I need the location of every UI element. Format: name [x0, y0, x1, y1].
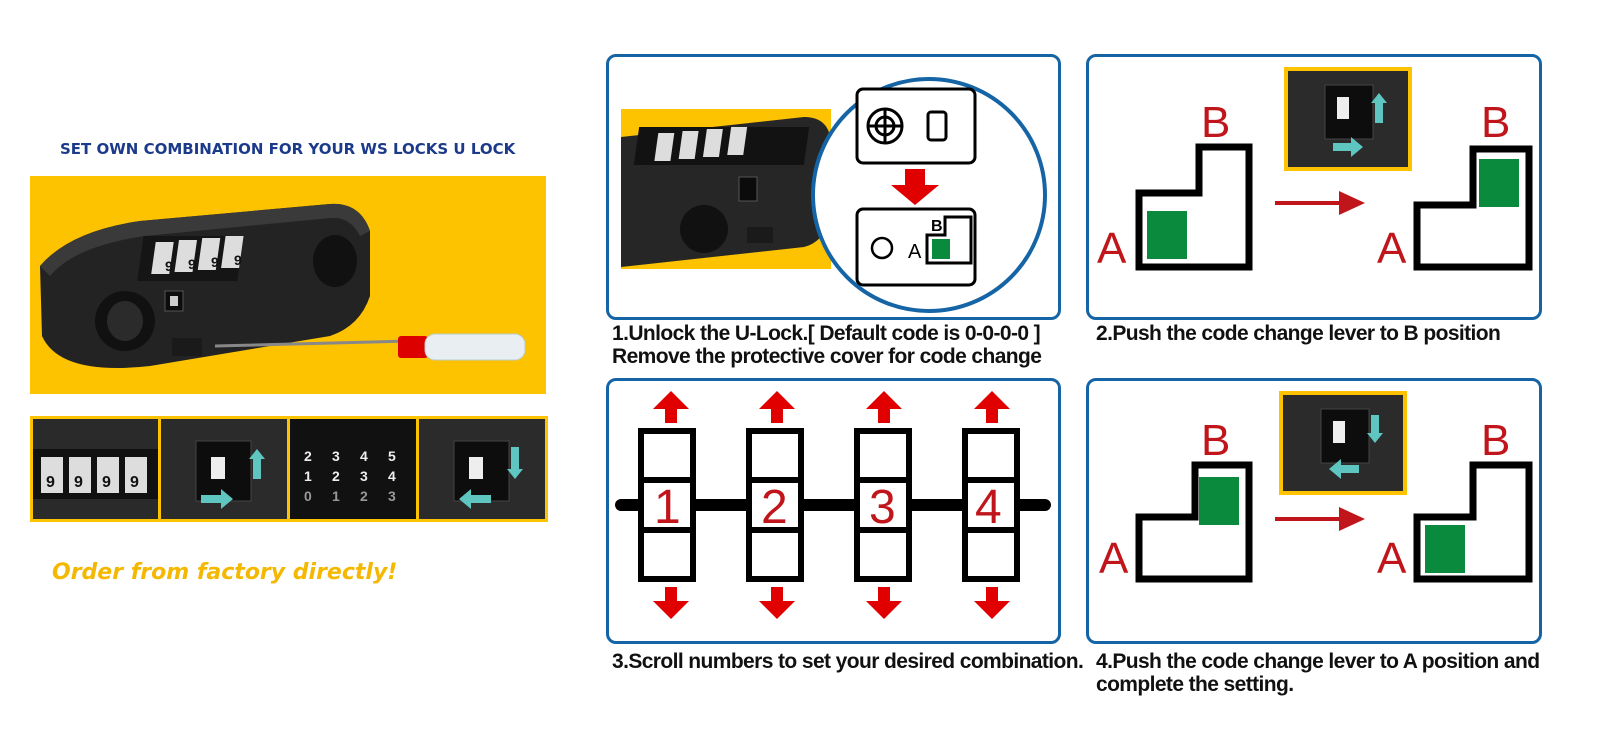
dial-1: 1: [638, 391, 696, 619]
arrow-up-icon: [653, 391, 689, 423]
cover-label-b: B: [931, 218, 943, 235]
step2-lever-at-b: [1479, 159, 1519, 207]
hero-digit-3: 9: [211, 254, 219, 270]
arrow-up-icon: [1371, 93, 1387, 123]
step4-panel: B A B A: [1086, 378, 1542, 644]
thumb-digit-3: 9: [102, 474, 111, 491]
thumb3-top-4: 5: [388, 448, 396, 464]
screw-icon: [866, 107, 904, 145]
thumb3-bot-2: 1: [332, 488, 340, 504]
arrow-up-icon: [974, 391, 1010, 423]
step2-caption: 2.Push the code change lever to B positi…: [1096, 322, 1576, 345]
step4-label-b-left: B: [1201, 416, 1230, 465]
step2-lever-at-a: [1147, 211, 1187, 259]
step4-label-a-right: A: [1377, 534, 1407, 583]
screwdriver-handle: [424, 333, 526, 361]
arrow-down-icon: [866, 587, 902, 619]
step4-caption-line1: 4.Push the code change lever to A positi…: [1096, 650, 1540, 673]
step2-caption-line1: 2.Push the code change lever to B positi…: [1096, 322, 1501, 345]
arrow-left-icon: [459, 489, 491, 509]
step3-caption-line1: 3.Scroll numbers to set your desired com…: [612, 650, 1084, 673]
hero-digit-1: 9: [165, 258, 173, 274]
step2-label-b-right: B: [1481, 98, 1510, 147]
arrow-down-icon: [974, 587, 1010, 619]
cover-label-a: A: [908, 241, 922, 263]
thumb-digit-4: 9: [130, 474, 139, 491]
step2-label-a-right: A: [1377, 224, 1407, 273]
step2-label-a-left: A: [1097, 224, 1127, 273]
thumb-digit-2: 9: [74, 474, 83, 491]
arrow-up-icon: [759, 391, 795, 423]
arrow-right-icon: [1333, 137, 1363, 157]
dial-3: 3: [854, 391, 912, 619]
step3-caption: 3.Scroll numbers to set your desired com…: [612, 650, 1092, 673]
step1-caption-line1: 1.Unlock the U-Lock.[ Default code is 0-…: [612, 322, 1041, 345]
step2-panel: B A B A: [1086, 54, 1542, 320]
dial-4: 4: [962, 391, 1020, 619]
hero-digit-4: 9: [234, 252, 242, 268]
dial-digit-1: 1: [654, 481, 681, 534]
cover-closed-diagram: [855, 87, 977, 165]
page-title: SET OWN COMBINATION FOR YOUR WS LOCKS U …: [60, 140, 516, 158]
thumb3-bot-1: 0: [304, 488, 312, 504]
dial-digit-2: 2: [761, 481, 788, 534]
dial-scroll-diagram: 1 2 3 4: [615, 391, 1051, 619]
lever-a-position: [932, 239, 950, 259]
arrow-right-icon: [1339, 507, 1365, 531]
dial-digit-4: 4: [975, 481, 1002, 534]
step4-caption-line2: complete the setting.: [1096, 673, 1294, 696]
thumb-scrolled-dials: 2 3 4 5 1 2 3 4 0 1 2 3: [290, 419, 416, 519]
hero-lock-photo: 9 9 9 9: [30, 176, 546, 394]
arrow-down-icon: [891, 169, 939, 205]
thumb3-top-2: 3: [332, 448, 340, 464]
step4-lever-at-b: [1199, 477, 1239, 525]
step1-caption: 1.Unlock the U-Lock.[ Default code is 0-…: [612, 322, 1082, 368]
thumb-dials: 9 9 9 9: [33, 419, 158, 519]
step1-caption-line2: Remove the protective cover for code cha…: [612, 345, 1042, 368]
thumb3-bot-4: 3: [388, 488, 396, 504]
arrow-down-icon: [507, 447, 523, 479]
step3-panel: 1 2 3 4: [606, 378, 1061, 644]
arrow-right-icon: [201, 489, 233, 509]
arrow-down-icon: [653, 587, 689, 619]
step4-caption: 4.Push the code change lever to A positi…: [1096, 650, 1576, 696]
thumb3-bot-3: 2: [360, 488, 368, 504]
arrow-up-icon: [249, 449, 265, 479]
step4-label-b-right: B: [1481, 416, 1510, 465]
step4-label-a-left: A: [1099, 534, 1129, 583]
screwdriver-shaft: [214, 339, 411, 348]
hero-dials: 9 9 9 9: [151, 236, 244, 274]
step4-lever-at-a: [1425, 525, 1465, 573]
thumb-digit-1: 9: [46, 474, 55, 491]
thumb-lever-down: [419, 419, 545, 519]
step2-label-b-left: B: [1201, 98, 1230, 147]
arrow-down-icon: [759, 587, 795, 619]
step1-panel: A B: [606, 54, 1061, 320]
dial-2: 2: [746, 391, 804, 619]
arrow-down-icon: [1367, 415, 1383, 443]
thumb3-top-3: 4: [360, 448, 368, 464]
arrow-up-icon: [866, 391, 902, 423]
hero-digit-2: 9: [188, 256, 196, 272]
thumb3-mid-4: 4: [388, 468, 396, 484]
thumb3-mid-2: 2: [332, 468, 340, 484]
thumbnail-strip: 9 9 9 9 2 3 4 5 1 2 3 4 0 1 2 3: [30, 416, 548, 522]
arrow-right-icon: [1339, 191, 1365, 215]
thumb3-mid-1: 1: [304, 468, 312, 484]
order-from-factory-text: Order from factory directly!: [52, 560, 398, 585]
thumb-lever-up: [161, 419, 287, 519]
dial-digit-3: 3: [869, 481, 896, 534]
arrow-left-icon: [1329, 459, 1359, 479]
protective-cover: [172, 338, 202, 356]
thumb3-top-1: 2: [304, 448, 312, 464]
thumb3-mid-3: 3: [360, 468, 368, 484]
